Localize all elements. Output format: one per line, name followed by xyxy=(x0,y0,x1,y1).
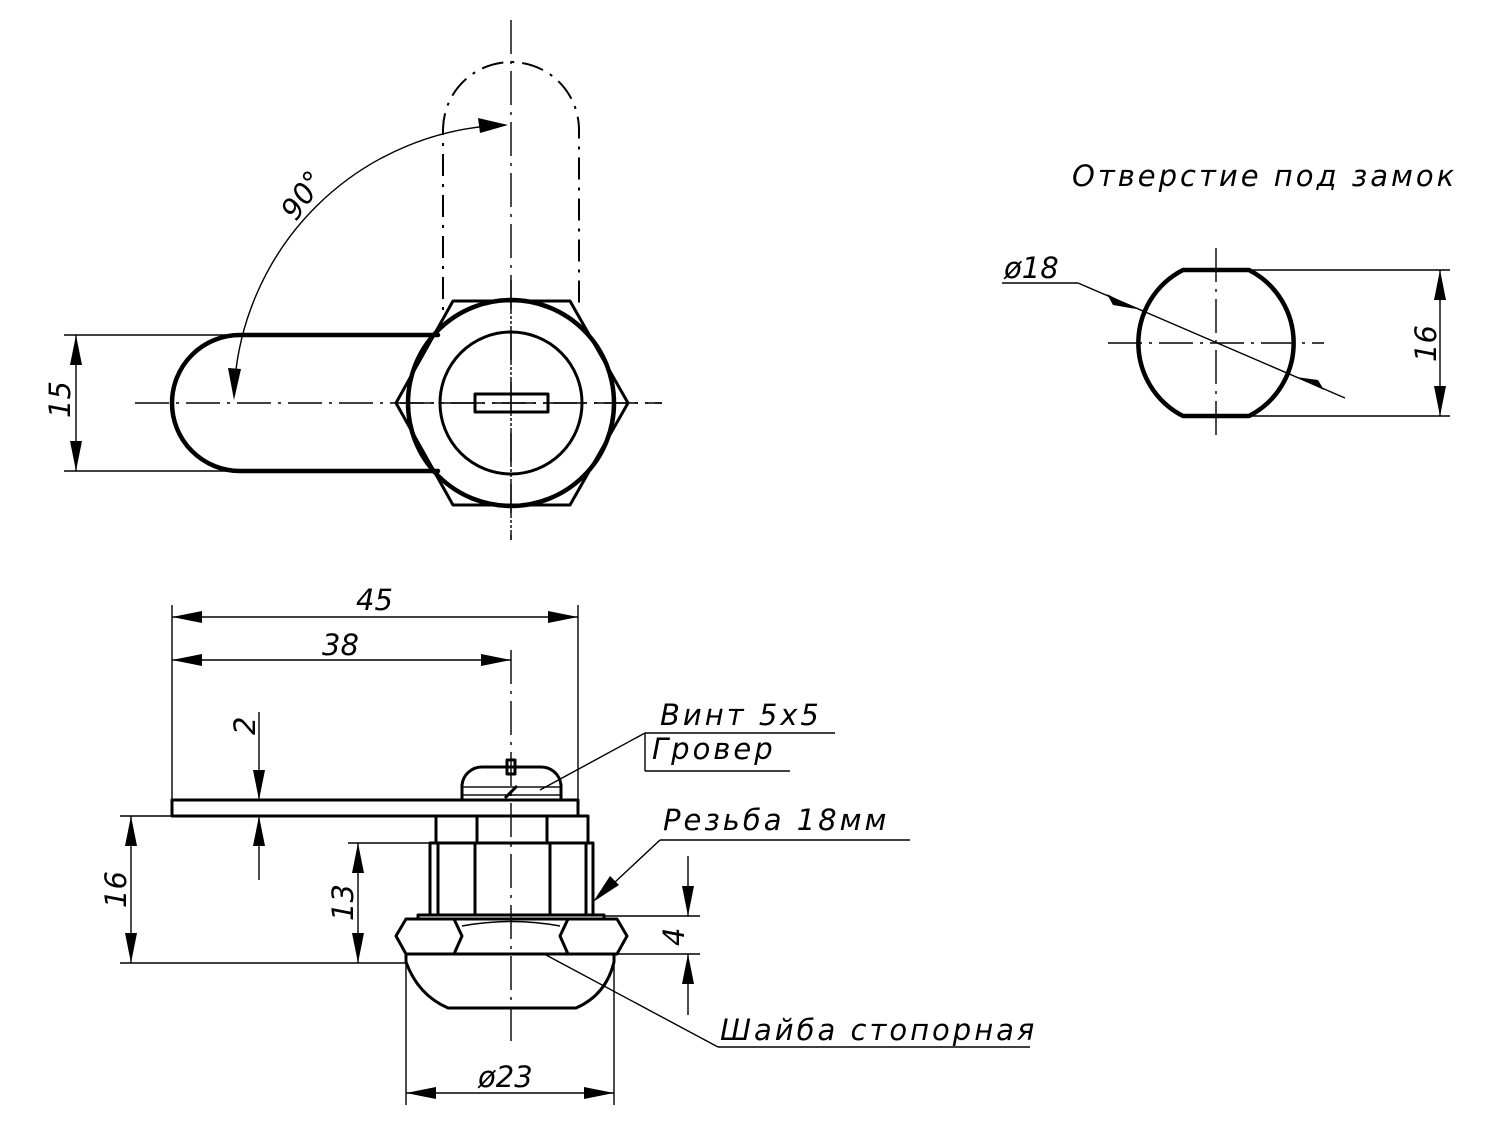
hole-flat-label: 16 xyxy=(1409,325,1443,362)
screw-slot xyxy=(505,758,517,776)
dim2-arrow-bottom xyxy=(253,816,265,846)
cam-outline xyxy=(169,332,441,474)
hole-diameter-label: ø18 xyxy=(1003,251,1059,285)
dim45-arrow-right xyxy=(548,611,578,623)
screw-head xyxy=(460,765,563,802)
dim2-arrow-top xyxy=(253,770,265,800)
cam-plate xyxy=(170,798,580,818)
nut-height-label: 4 xyxy=(657,928,691,946)
upper-body xyxy=(434,814,590,845)
hex-nut-outline xyxy=(394,299,630,507)
lock-head xyxy=(404,954,616,1010)
spring-washer-cut xyxy=(503,784,519,800)
dia18-arrow-2 xyxy=(1296,377,1324,390)
thread-callout-label: Резьба 18мм xyxy=(663,803,889,837)
dim16h-arrow-top xyxy=(1434,270,1446,300)
side-view: 45 38 2 16 13 4 xyxy=(99,583,1037,1105)
dim16-arrow-top xyxy=(125,816,137,846)
dia23-arrow-left xyxy=(406,1087,436,1099)
lock-washer-callout-leader xyxy=(545,954,719,1048)
nut-face-2 xyxy=(558,918,570,955)
dim-15-arrow-top xyxy=(70,335,82,365)
screw-callout-leader xyxy=(539,732,646,791)
thread-length-label: 13 xyxy=(326,884,360,921)
angle-arc xyxy=(233,124,506,394)
dim45-arrow-left xyxy=(172,611,202,623)
spring-washer xyxy=(461,786,562,796)
dim16-arrow-bottom xyxy=(125,933,137,963)
length-total-label: 45 xyxy=(356,583,393,617)
screw-callout-label: Винт 5х5 xyxy=(660,698,822,732)
angle-arrow-top xyxy=(478,118,508,133)
hole-view-title: Отверстие под замок xyxy=(1072,159,1457,193)
thread-callout-arrow xyxy=(593,876,619,902)
dim13-arrow-bottom xyxy=(352,933,364,963)
angle-label: 90° xyxy=(274,164,331,226)
lock-washer-callout-label: Шайба стопорная xyxy=(720,1013,1037,1047)
length-axis-label: 38 xyxy=(322,628,359,662)
width-label: 15 xyxy=(43,381,77,418)
dim4-arrow-bottom xyxy=(682,954,694,984)
dim13-arrow-top xyxy=(352,843,364,873)
dim4-arrow-top xyxy=(682,886,694,916)
height-label: 16 xyxy=(99,871,133,908)
dim16h-arrow-bottom xyxy=(1434,386,1446,416)
head-diameter-label: ø23 xyxy=(477,1060,533,1094)
dim-15-arrow-bottom xyxy=(70,441,82,471)
dim38-arrow-right xyxy=(481,654,511,666)
top-view: 90° 15 xyxy=(43,20,662,540)
dim38-arrow-left xyxy=(172,654,202,666)
spring-washer-callout-label: Гровер xyxy=(652,732,776,766)
dia18-arrow-1 xyxy=(1107,294,1136,309)
dia23-arrow-right xyxy=(584,1087,614,1099)
nut-face-1 xyxy=(452,918,464,955)
key-slot xyxy=(473,392,550,414)
hole-view: Отверстие под замок ø18 16 xyxy=(1002,159,1457,436)
angle-arrow-left xyxy=(228,368,241,400)
cam-rotated-outline xyxy=(442,61,580,310)
nut-face-arc xyxy=(461,920,561,927)
cam-thickness-label: 2 xyxy=(228,717,262,735)
